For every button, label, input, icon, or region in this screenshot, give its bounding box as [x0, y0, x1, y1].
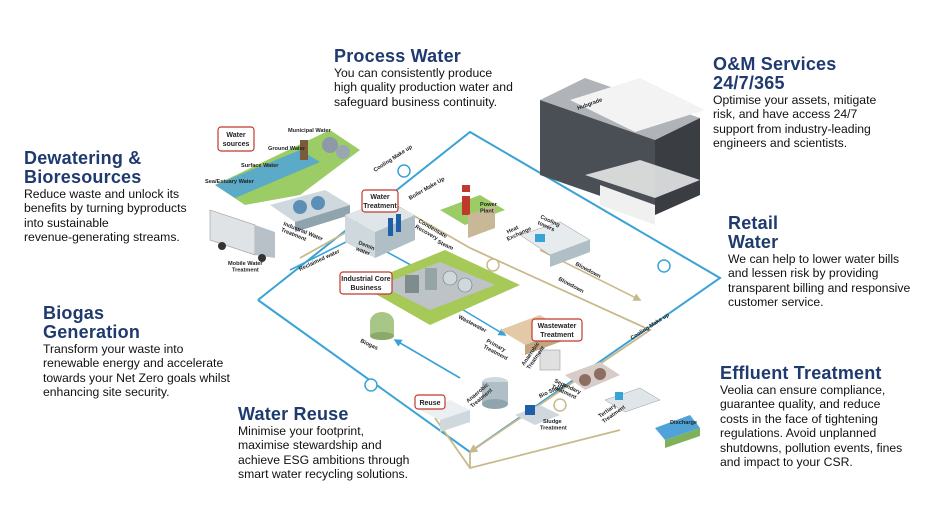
- cooling-make-up-right-label: Cooling Make up: [630, 312, 671, 342]
- aerobic-treatment-tank: [482, 377, 508, 409]
- svg-text:Water: Water: [226, 132, 245, 139]
- om-services-body: Optimise your assets, mitigate risk, and…: [713, 93, 877, 151]
- retail-water-body: We can help to lower water bills and les…: [728, 252, 911, 310]
- svg-text:Treatment: Treatment: [363, 203, 397, 210]
- wastewater-label: Wastewater: [457, 314, 488, 334]
- surface-water-label: Surface Water: [241, 163, 279, 169]
- water-sources-callout: Water sources: [217, 126, 255, 152]
- blowdown-2-label: Blowdown: [557, 276, 585, 295]
- industrial-core-callout: Industrial Core Business: [339, 271, 393, 295]
- om-services-title: O&M Services 24/7/365: [713, 54, 837, 93]
- power-plant-label: Power Plant: [480, 202, 498, 215]
- retail-water-title: Retail Water: [728, 213, 779, 252]
- ground-water-label: Ground Water: [268, 146, 306, 152]
- industrial-core-site: [360, 250, 520, 325]
- mobile-water-truck: [209, 209, 275, 262]
- biogas-body: Transform your waste into renewable ener…: [43, 342, 230, 400]
- dewatering-section: Dewatering & Bioresources Reduce waste a…: [24, 149, 224, 245]
- biogas-line: [393, 339, 461, 379]
- water-reuse-body: Minimise your footprint, maximise stewar…: [238, 424, 410, 482]
- cooling-makeup-flow-line: [257, 130, 722, 454]
- water-reuse-section: Water Reuse Minimise your footprint, max…: [238, 405, 448, 482]
- svg-text:Water: Water: [370, 194, 389, 201]
- om-services-section: O&M Services 24/7/365 Optimise your asse…: [713, 55, 933, 151]
- biogas-title: Biogas Generation: [43, 303, 141, 342]
- cooling-towers-unit: [519, 221, 591, 267]
- retail-water-section: Retail Water We can help to lower water …: [728, 214, 938, 310]
- svg-text:Treatment: Treatment: [540, 332, 574, 339]
- boiler-make-up-label: Boiler Make Up: [408, 176, 447, 202]
- wastewater-treatment-callout: Wastewater Treatment: [531, 318, 583, 342]
- primary-treatment-label: Primary Treatment: [482, 338, 512, 362]
- sea-estuary-water-label: Sea/Estuary Water: [205, 179, 255, 185]
- effluent-treatment-section: Effluent Treatment Veolia can ensure com…: [720, 363, 936, 470]
- recycle-icon: [364, 164, 671, 412]
- municipal-water-label: Municipal Water: [288, 128, 332, 134]
- biogas-section: Biogas Generation Transform your waste i…: [43, 304, 258, 400]
- dewatering-body: Reduce waste and unlock its benefits by …: [24, 187, 187, 245]
- effluent-treatment-body: Veolia can ensure compliance, guarantee …: [720, 383, 903, 470]
- effluent-treatment-title: Effluent Treatment: [720, 363, 882, 383]
- blowdown-1-label: Blowdown: [574, 261, 602, 280]
- water-sources-island: [215, 130, 360, 205]
- sludge-treatment-unit: [515, 405, 560, 425]
- svg-text:Reuse: Reuse: [419, 400, 440, 407]
- mobile-water-treatment-label: Mobile Water Treatment: [228, 261, 264, 274]
- svg-text:Wastewater: Wastewater: [538, 323, 577, 330]
- water-reuse-title: Water Reuse: [238, 404, 349, 424]
- dewatering-title: Dewatering & Bioresources: [24, 148, 142, 187]
- tertiary-treatment-unit: [604, 387, 661, 413]
- svg-text:Business: Business: [350, 285, 381, 292]
- reuse-building: [420, 400, 470, 432]
- svg-text:Industrial Core: Industrial Core: [341, 276, 391, 283]
- reuse-callout: Reuse: [414, 394, 446, 410]
- biogas-label: Biogas: [359, 338, 378, 351]
- process-water-body: You can consistently produce high qualit…: [334, 66, 513, 109]
- discharge-label: Discharge: [670, 420, 697, 426]
- svg-text:sources: sources: [223, 141, 250, 148]
- process-water-title: Process Water: [334, 46, 461, 66]
- water-treatment-callout: Water Treatment: [361, 189, 399, 213]
- industrial-water-treatment-unit: [270, 190, 350, 232]
- discharge-water: [655, 415, 700, 448]
- power-plant-building: [440, 185, 505, 238]
- biogas-tank: [370, 312, 394, 340]
- process-water-section: Process Water You can consistently produ…: [334, 47, 554, 109]
- sludge-treatment-label: Sludge Treatment: [540, 419, 567, 432]
- om-operations-center-building: [540, 78, 705, 225]
